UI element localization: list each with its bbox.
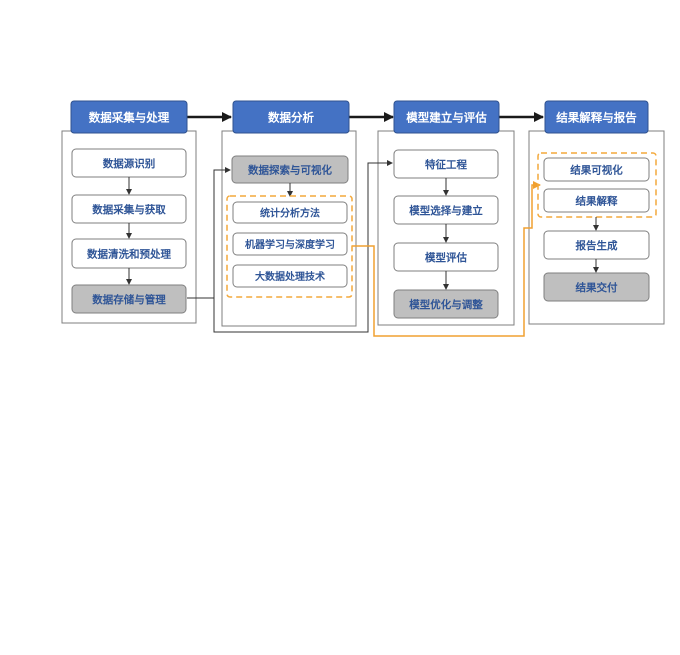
stage2-item-3-label: 机器学习与深度学习 (245, 238, 335, 251)
stage2-item-4: 大数据处理技术 (232, 264, 348, 288)
stage1-item-4-label: 数据存储与管理 (91, 293, 166, 306)
stage4-item-3-label: 报告生成 (576, 239, 618, 252)
stage1-item-3-label: 数据清洗和预处理 (86, 248, 171, 261)
stage1-item-3: 数据清洗和预处理 (71, 238, 187, 269)
connector-stage2-to-stage3 (213, 160, 393, 333)
stage4-item-3: 报告生成 (543, 230, 650, 260)
stage-header-3: 模型建立与评估 (393, 100, 500, 134)
stage-header-4: 结果解释与报告 (544, 100, 649, 134)
stage3-item-1: 特征工程 (393, 149, 499, 179)
stage2-item-4-label: 大数据处理技术 (255, 270, 325, 283)
stage2-item-2: 统计分析方法 (232, 201, 348, 224)
stage-header-3-label: 模型建立与评估 (406, 111, 487, 125)
stage-header-1: 数据采集与处理 (70, 100, 188, 134)
stage2-item-2-label: 统计分析方法 (260, 207, 320, 220)
stage4-item-2: 结果解释 (543, 188, 650, 213)
stage3-item-2-label: 模型选择与建立 (409, 204, 483, 217)
stage3-item-3: 模型评估 (393, 242, 499, 272)
connector-orange (352, 181, 541, 337)
stage-header-1-label: 数据采集与处理 (89, 111, 170, 125)
stage4-item-1: 结果可视化 (543, 157, 650, 182)
stage1-item-1-label: 数据源识别 (102, 157, 156, 170)
stage2-item-1-label: 数据探索与可视化 (247, 164, 332, 177)
stage-header-4-label: 结果解释与报告 (555, 111, 637, 125)
stage4-item-1-label: 结果可视化 (570, 164, 623, 177)
stage1-item-4: 数据存储与管理 (71, 284, 187, 314)
stage3-item-2: 模型选择与建立 (393, 195, 499, 225)
stage1-item-2-label: 数据采集与获取 (91, 203, 166, 216)
stage3-item-3-label: 模型评估 (425, 251, 467, 264)
stage3-item-4: 模型优化与调整 (393, 289, 499, 319)
stage4-item-4: 结果交付 (543, 272, 650, 302)
stage2-dashed-group (226, 195, 353, 298)
stage1-item-2: 数据采集与获取 (71, 194, 187, 224)
stage-header-2-label: 数据分析 (268, 111, 314, 125)
connector-stage1-to-stage2 (187, 167, 231, 299)
stage1-item-1: 数据源识别 (71, 148, 187, 178)
stage2-item-1: 数据探索与可视化 (231, 155, 349, 184)
stage4-dashed-group (537, 152, 657, 218)
stage4-item-2-label: 结果解释 (576, 195, 618, 208)
stage-header-2: 数据分析 (232, 100, 350, 134)
stage3-item-1-label: 特征工程 (425, 158, 467, 171)
stage2-item-3: 机器学习与深度学习 (232, 232, 348, 256)
stage3-item-4-label: 模型优化与调整 (409, 298, 483, 311)
stage4-item-4-label: 结果交付 (576, 281, 618, 294)
